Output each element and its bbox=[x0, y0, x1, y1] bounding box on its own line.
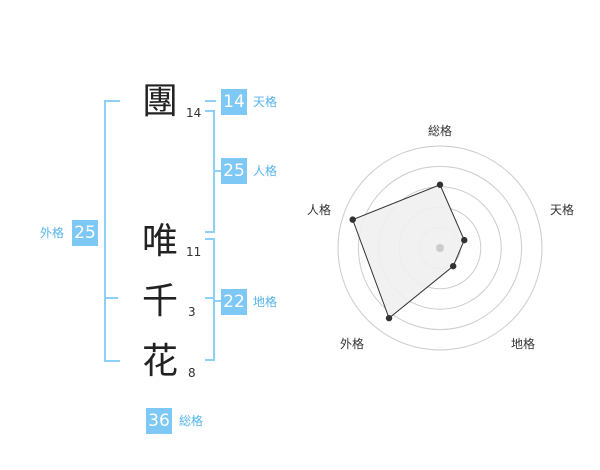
jinkaku-label: 人格 bbox=[253, 164, 278, 178]
stroke-count-3: 3 bbox=[188, 305, 196, 319]
chikaku-bracket-divider bbox=[205, 297, 213, 299]
jinkaku-badge: 25 bbox=[221, 158, 247, 184]
stroke-count-2: 11 bbox=[186, 245, 202, 259]
radar-axis-label-tenkaku: 天格 bbox=[550, 203, 575, 217]
soukaku-badge: 36 bbox=[146, 408, 172, 434]
chikaku-badge: 22 bbox=[221, 289, 247, 315]
jinkaku-connector bbox=[213, 170, 221, 172]
soukaku-label: 総格 bbox=[179, 414, 204, 428]
name-char-3: 千 bbox=[141, 281, 178, 322]
name-char-1: 團 bbox=[141, 81, 178, 122]
chikaku-connector bbox=[213, 300, 221, 302]
gaikaku-bracket-divider bbox=[104, 297, 118, 299]
radar-axis-label-chikaku: 地格 bbox=[511, 337, 536, 351]
radar-points bbox=[349, 181, 468, 322]
tenkaku-connector bbox=[205, 100, 216, 102]
radar-grid-ring bbox=[337, 145, 543, 351]
chikaku-bracket bbox=[205, 238, 215, 361]
radar-point bbox=[461, 236, 468, 244]
stroke-count-1: 14 bbox=[186, 106, 202, 120]
name-char-2: 唯 bbox=[141, 221, 178, 262]
gaikaku-bracket bbox=[104, 100, 120, 362]
radar-axis-label-soukaku: 総格 bbox=[428, 124, 453, 138]
radar-axis-label-gaikaku: 外格 bbox=[340, 337, 365, 351]
tenkaku-label: 天格 bbox=[253, 95, 278, 109]
stroke-count-4: 8 bbox=[188, 366, 196, 380]
chikaku-label: 地格 bbox=[253, 295, 278, 309]
gaikaku-label: 外格 bbox=[40, 226, 65, 240]
tenkaku-badge: 14 bbox=[221, 89, 247, 115]
radar-point bbox=[349, 216, 356, 223]
radar-grid-ring bbox=[357, 165, 523, 331]
radar-axis-label-jinkaku: 人格 bbox=[307, 203, 332, 217]
radar-center-dot bbox=[436, 244, 444, 252]
radar-point bbox=[449, 262, 457, 270]
name-char-4: 花 bbox=[141, 341, 178, 382]
radar-point bbox=[436, 181, 444, 188]
radar-area bbox=[352, 184, 465, 319]
gaikaku-badge: 25 bbox=[72, 220, 98, 246]
radar-point bbox=[385, 314, 393, 322]
